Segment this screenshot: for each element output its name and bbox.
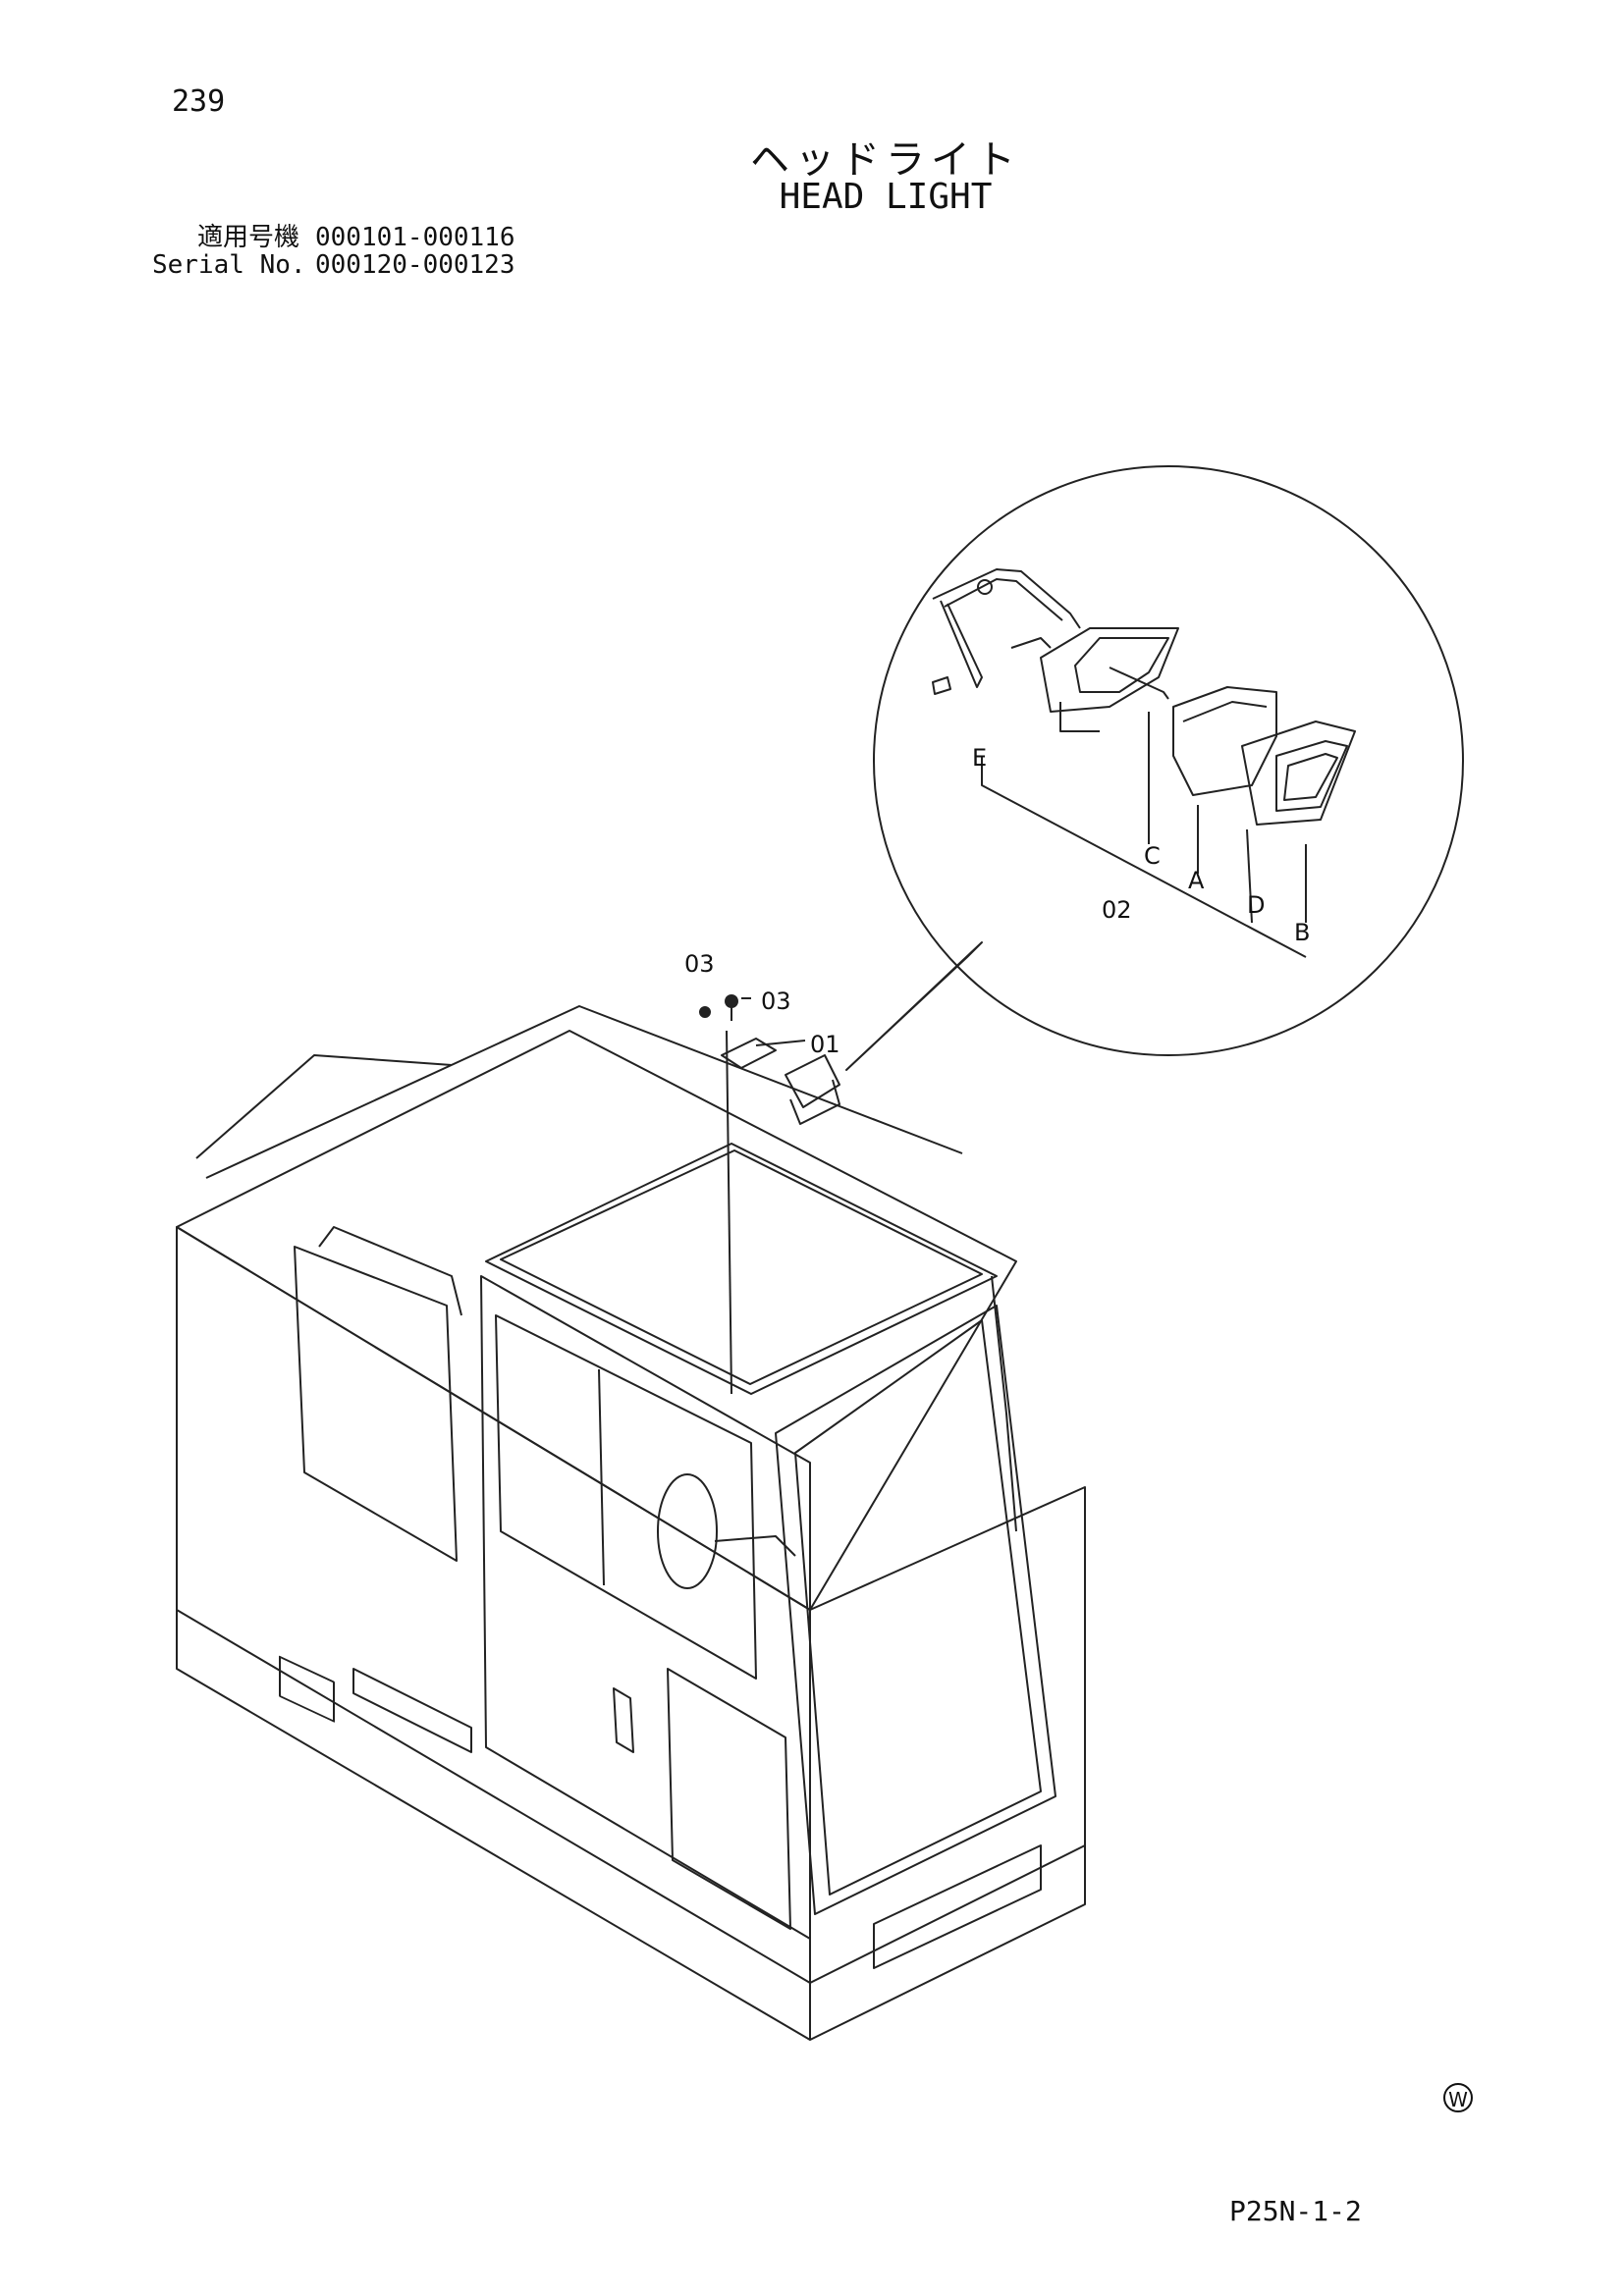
- callout-D: D: [1247, 891, 1265, 919]
- serial-range: 000101-000116: [315, 223, 515, 252]
- bolt-icon: [699, 1006, 711, 1018]
- headlight-bracket: [721, 1038, 777, 1069]
- callout-02: 02: [1102, 896, 1132, 924]
- headlight-unit: [785, 1054, 840, 1108]
- callout-E: E: [972, 744, 987, 772]
- rear-window: [294, 1246, 458, 1562]
- serial-range: 000120-000123: [315, 250, 515, 280]
- front-vent: [873, 1844, 1042, 1969]
- rear-plate: [279, 1655, 335, 1723]
- door-handle: [613, 1687, 634, 1753]
- serial-row-applicable: 適用号機 000101-000116: [152, 224, 515, 251]
- cab-door: [480, 1275, 811, 1940]
- callout-03-lower: 03: [761, 988, 791, 1015]
- detail-bolt: [932, 676, 951, 695]
- serial-number-block: 適用号機 000101-000116 Serial No. 000120-00012…: [152, 224, 515, 279]
- title-japanese: ヘッドライト: [750, 137, 1021, 183]
- callout-01: 01: [810, 1031, 840, 1058]
- side-mirror: [657, 1473, 718, 1589]
- callout-C: C: [1144, 842, 1161, 870]
- callout-03-upper: 03: [684, 950, 715, 978]
- door-lower-window: [667, 1668, 791, 1930]
- page-code: P25N-1-2: [1229, 2195, 1362, 2227]
- callout-B: B: [1294, 919, 1310, 946]
- detail-lamp-housing: [1040, 627, 1179, 713]
- front-windshield: [775, 1305, 1056, 1915]
- cab-drawing: [176, 465, 1464, 2041]
- serial-label: 適用号機: [196, 223, 299, 252]
- serial-label: Serial No.: [152, 250, 306, 280]
- serial-row-serial-no: Serial No. 000120-000123: [152, 251, 515, 279]
- cab-left-side: [176, 1226, 811, 1984]
- cab-base-band: [176, 1610, 1086, 2041]
- callout-labels: 03 03 01 E C A 02 D B: [684, 744, 1310, 1058]
- callout-A: A: [1188, 867, 1205, 894]
- roof-hatch: [485, 1143, 998, 1395]
- cab-roof: [176, 1030, 1017, 1611]
- cab-front-side: [809, 1486, 1086, 1984]
- detail-pointer: [845, 941, 983, 1071]
- detail-gasket: [1241, 721, 1356, 826]
- detail-lens: [1172, 686, 1277, 796]
- w-mark-icon: W: [1443, 2083, 1473, 2112]
- mount-line: [726, 1030, 732, 1395]
- page-number: 239: [172, 84, 226, 119]
- title-english: HEAD LIGHT: [779, 177, 993, 217]
- detail-circle: [873, 465, 1464, 1056]
- door-window: [495, 1314, 757, 1680]
